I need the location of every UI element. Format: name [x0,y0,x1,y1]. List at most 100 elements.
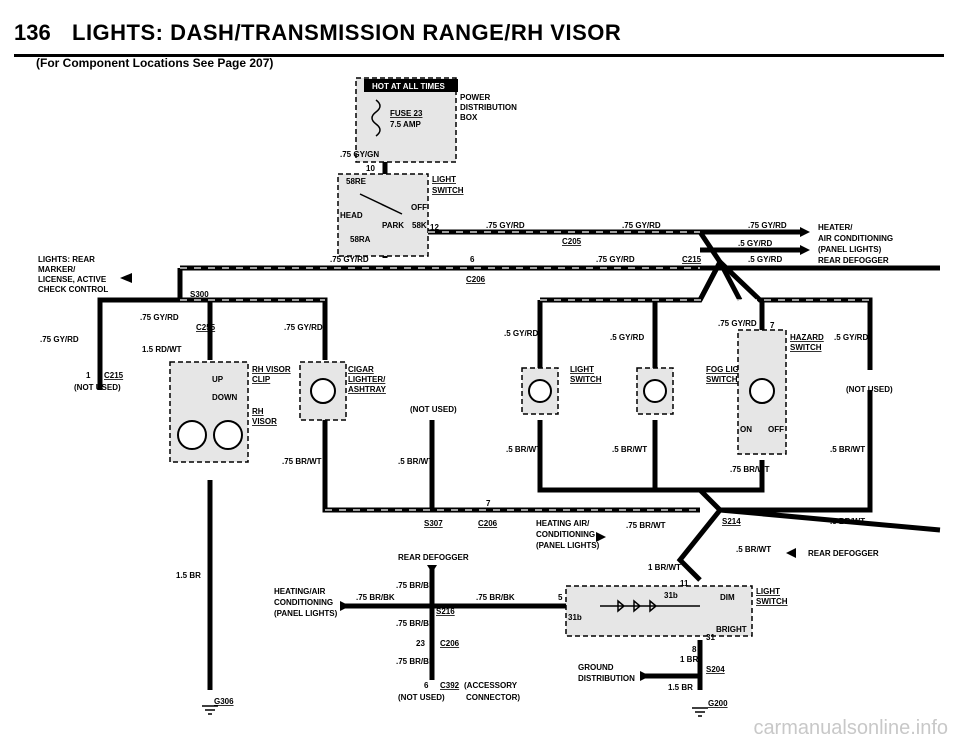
rear-defogger-arrow-right [786,548,796,558]
pin-7-bus: 7 [486,499,491,508]
wire-label-brwt-b: .75 BR/WT [730,465,770,474]
wire-label-gyrd5-e: .5 GY/RD [834,333,868,342]
wire-label-gyrd5-c: .5 GY/RD [504,329,538,338]
splice-s307: S307 [424,519,443,528]
up-label: UP [212,375,224,384]
rear-defogger-arrow [427,565,437,573]
not-used-bottom: (NOT USED) [398,693,445,702]
light-switch-lamp-label-2: SWITCH [570,375,602,384]
cigar-label-3: ASHTRAY [348,385,387,394]
page-subtitle: (For Component Locations See Page 207) [36,56,274,70]
ground-dist-label-2: DISTRIBUTION [578,674,635,683]
wire-label-brwt5-f: .5 BR/WT [736,545,771,554]
wire-label-gyrd5-d: .5 GY/RD [610,333,644,342]
hazard-lamp [749,378,775,404]
rear-defogger-right: REAR DEFOGGER [808,549,879,558]
wire-label-brwt5-d: .5 BR/WT [830,445,865,454]
wire-label-brwt-a: .75 BR/WT [282,457,322,466]
hvac-arrow [340,601,350,611]
connector-c206-hvac: C206 [440,639,460,648]
wire-label-brbk-e: .75 BR/BK [396,657,435,666]
ac-label-3: (PANEL LIGHTS) [536,541,600,550]
visor-lamp-left [177,420,207,450]
wire-label-brbk-d: .75 BR/BK [396,619,435,628]
connector-c205: C205 [562,237,582,246]
heater-label-2: AIR CONDITIONING [818,234,893,243]
wire-label-brwt5-a: .5 BR/WT [398,457,433,466]
cigar-label-1: CIGAR [348,365,374,374]
page-header: 136 LIGHTS: DASH/TRANSMISSION RANGE/RH V… [14,14,944,57]
switch-contact [359,193,403,215]
pdb-label-1: POWER [460,93,490,102]
heater-label-1: HEATER/ [818,223,853,232]
hazard-label-2: SWITCH [790,343,822,352]
heater-arrows [800,227,810,255]
visor-lamp-right [213,420,243,450]
ground-symbol-g200 [692,707,708,717]
hvac-label-1: HEATING/AIR [274,587,326,596]
hot-bar [364,79,458,92]
wire-label-brwt5-c: .5 BR/WT [612,445,647,454]
wire-label-gyrd-c: .75 GY/RD [40,335,79,344]
pdb-label-3: BOX [460,113,478,122]
splice-s300: S300 [190,290,209,299]
park-label: PARK [382,221,404,230]
off-label: OFF [411,203,427,212]
connector-c215-left: C215 [104,371,124,380]
fog-label-1: FOG LIGHT [706,365,750,374]
wire-label-br15-b: 1.5 BR [668,683,693,692]
pin-7-haz: 7 [770,321,775,330]
accessory-label-1: (ACCESSORY [464,681,518,690]
wire-label-brbk-c: .75 BR/BK [476,593,515,602]
rear-defogger-label: REAR DEFOGGER [398,553,469,562]
rear-marker-arrow [120,273,132,283]
terminal-31: 31 [706,633,715,642]
not-used-right: (NOT USED) [846,385,893,394]
wire-label-gyrd-top1: .75 GY/RD [486,221,525,230]
splice-s216: S216 [436,607,455,616]
rear-marker-label-2: MARKER/ [38,265,76,274]
fuse-symbol [371,99,381,137]
dimmer-switch-box [565,585,753,637]
wire-label-brbk-a: .75 BR/BK [396,581,435,590]
rh-visor-clip-label-1: RH VISOR [252,365,291,374]
wire-label-br15: 1.5 BR [176,571,201,580]
wire-label-gyrd-left: .75 GY/RD [330,255,369,264]
wire-harness [97,162,941,690]
wire-label-gyrd5-a: .5 GY/RD [738,239,772,248]
watermark: carmanualsonline.info [753,717,948,739]
wire-label-gyrd-haz: .75 GY/RD [718,319,757,328]
pin-12: 12 [430,223,439,232]
ac-arrow [596,532,606,542]
page-number: 136 [14,20,51,45]
pin-10: 10 [366,164,375,173]
rh-visor-label-2: VISOR [252,417,277,426]
wire-label-gygn: .75 GY/GN [340,150,379,159]
pin-11: 11 [680,579,689,588]
splice-s214: S214 [722,517,741,526]
head-label: HEAD [340,211,363,220]
ac-label-1: HEATING AIR/ [536,519,590,528]
ground-dist-label-1: GROUND [578,663,614,672]
wire-label-gyrd-b: .75 GY/RD [284,323,323,332]
light-switch-lamp-label-1: LIGHT [570,365,594,374]
dimmer-diodes [600,599,700,613]
rear-marker-label-1: LIGHTS: REAR [38,255,95,264]
hvac-label-2: CONDITIONING [274,598,333,607]
connector-c206-top: C206 [466,275,486,284]
rh-visor-label-1: RH [252,407,264,416]
light-switch-label-1: LIGHT [432,175,456,184]
not-used-mid: (NOT USED) [410,405,457,414]
cigar-lamp [310,378,336,404]
page-title: LIGHTS: DASH/TRANSMISSION RANGE/RH VISOR [72,20,622,45]
accessory-label-2: CONNECTOR) [466,693,520,702]
not-used-left: (NOT USED) [74,383,121,392]
dimmer-label-1: LIGHT [756,587,780,596]
pdb-label-2: DISTRIBUTION [460,103,517,112]
pin-1: 1 [86,371,91,380]
ground-g306: G306 [214,697,234,706]
wire-label-brbk-b: .75 BR/BK [356,593,395,602]
bright-label: BRIGHT [716,625,747,634]
connector-c215-top: C215 [682,255,702,264]
